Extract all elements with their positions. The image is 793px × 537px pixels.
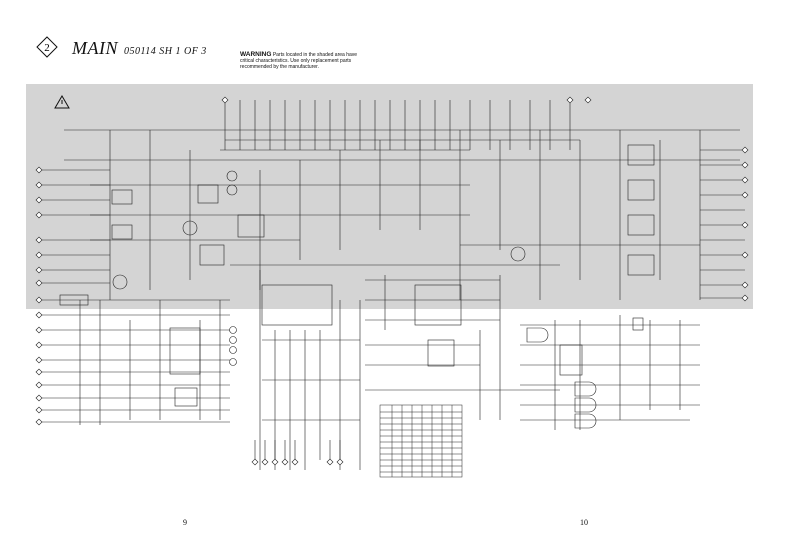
title-sub: 050114 SH 1 OF 3 [124,46,207,57]
title-main: MAIN [72,38,118,58]
warning-triangle-icon [54,95,70,109]
section-number: 2 [44,42,50,54]
page-number-right: 10 [580,518,588,527]
warning-text: Parts located in the shaded area have cr… [240,52,358,70]
page-title: MAIN 050114 SH 1 OF 3 [72,38,207,59]
warning-notice: WARNING Parts located in the shaded area… [240,51,370,70]
diamond-icon: 2 [36,36,58,58]
page-number-left: 9 [183,518,187,527]
warning-label: WARNING [240,51,272,58]
critical-shaded-area [26,84,753,309]
